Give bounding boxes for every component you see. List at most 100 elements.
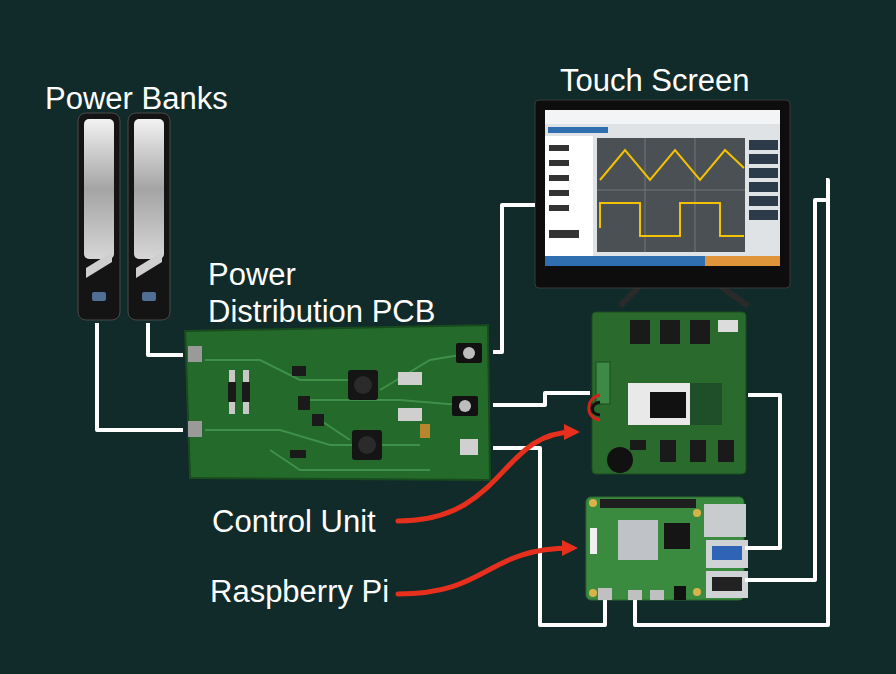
pcb-illustration-part	[292, 366, 306, 376]
pcb-illustration-part	[290, 450, 306, 458]
pcb-illustration-part	[243, 370, 249, 414]
leader-arrow	[398, 432, 574, 521]
power-bank-illustration-part	[136, 252, 162, 278]
touch-screen-illustration-part	[549, 145, 569, 151]
raspberry-pi-illustration-part	[704, 504, 746, 537]
power-bank-illustration-part	[78, 113, 120, 320]
component-node: Touch Screen	[535, 62, 826, 292]
pcb-illustration-part	[242, 382, 250, 402]
touch-screen-illustration-part	[749, 182, 778, 192]
touch-screen-illustration-part	[545, 136, 593, 258]
pcb-illustration-part	[312, 414, 324, 426]
component-label: Power Distribution PCB	[208, 256, 443, 330]
component-label: Control Unit	[212, 503, 376, 540]
power-bank-illustration-part	[142, 292, 156, 301]
raspberry-pi-illustration	[586, 497, 748, 600]
control-unit-illustration-part	[650, 392, 686, 418]
control-unit-illustration-part	[628, 383, 690, 425]
touch-screen-illustration-part	[545, 110, 780, 266]
touch-screen-illustration-part	[620, 286, 748, 306]
touch-screen-illustration-part	[545, 256, 705, 266]
pcb-illustration-part	[460, 439, 478, 455]
pcb-illustration-part	[352, 430, 382, 460]
control-unit-illustration-part	[690, 320, 710, 344]
raspberry-pi-illustration-part	[589, 589, 597, 597]
component-label: Touch Screen	[560, 62, 851, 99]
touch-screen-illustration-part	[549, 160, 569, 166]
cable-connector	[635, 180, 828, 625]
raspberry-pi-illustration-part	[650, 590, 664, 600]
pcb-illustration-part	[459, 400, 471, 412]
pcb-illustration-part	[398, 408, 422, 421]
touch-screen-illustration-part	[597, 138, 745, 252]
cable-connector	[493, 448, 605, 625]
touch-screen-illustration-part	[549, 175, 569, 181]
raspberry-pi-illustration-part	[706, 571, 748, 598]
control-unit-illustration-part	[718, 320, 738, 332]
raspberry-pi-illustration-part	[674, 586, 686, 600]
touch-screen-illustration-part	[600, 203, 744, 236]
component-label: Power Banks	[45, 80, 253, 117]
pcb-illustration-part	[228, 382, 236, 402]
touch-screen-illustration-part	[749, 140, 778, 150]
pcb-illustration-part	[205, 355, 460, 470]
pcb-illustration-part	[188, 346, 202, 362]
power-bank-illustration-part	[86, 252, 112, 278]
control-unit-illustration-part	[589, 395, 600, 420]
raspberry-pi-illustration-part	[712, 577, 742, 591]
control-unit-illustration-part	[596, 362, 610, 404]
raspberry-pi-illustration-part	[706, 540, 748, 568]
touch-screen-illustration-part	[549, 230, 579, 238]
touch-screen-illustration-part	[600, 150, 744, 180]
cable-connector	[493, 205, 535, 352]
cable-connector	[148, 323, 183, 355]
control-unit-illustration	[589, 312, 746, 474]
raspberry-pi-illustration-part	[589, 499, 597, 507]
leader-arrow	[398, 548, 572, 594]
control-unit-illustration-part	[690, 440, 706, 462]
raspberry-pi-illustration-part	[664, 523, 690, 549]
control-unit-illustration-part	[630, 440, 646, 450]
raspberry-pi-illustration-part	[590, 528, 597, 554]
touch-screen-illustration-part	[549, 190, 569, 196]
touch-screen-illustration-part	[535, 100, 790, 288]
cable-connector	[97, 323, 183, 430]
touch-screen-illustration-part	[749, 154, 778, 164]
pcb-illustration-part	[420, 424, 430, 438]
pcb-illustration-part	[348, 370, 378, 400]
touch-screen-illustration-part	[549, 205, 569, 211]
touch-screen-illustration-part	[749, 210, 778, 220]
control-unit-illustration-part	[690, 383, 722, 425]
pcb-illustration-part	[298, 396, 310, 410]
raspberry-pi-illustration-part	[693, 509, 701, 517]
power-bank-illustration-part	[84, 119, 114, 259]
component-label: Raspberry Pi	[210, 573, 389, 610]
component-node: Power Distribution PCB	[183, 256, 493, 483]
control-unit-illustration-part	[630, 320, 650, 344]
raspberry-pi-illustration-part	[618, 520, 658, 560]
pcb-illustration-part	[358, 436, 376, 454]
pcb-illustration-part	[463, 347, 475, 359]
pcb-illustration-part	[188, 421, 202, 437]
touch-screen-illustration-part	[597, 138, 745, 252]
raspberry-pi-illustration-part	[693, 588, 701, 596]
raspberry-pi-illustration-part	[712, 546, 742, 560]
power-bank-illustration-part	[128, 113, 170, 320]
touch-screen-illustration-part	[548, 127, 608, 133]
power-bank-illustration-part	[92, 292, 106, 301]
pcb-illustration-part	[452, 396, 478, 416]
pcb-illustration-part	[354, 376, 372, 394]
power-bank-illustration	[78, 113, 170, 320]
pcb-illustration-part	[398, 372, 422, 385]
control-unit-illustration-part	[593, 402, 601, 415]
pcb-illustration-part	[229, 370, 235, 414]
control-unit-illustration-part	[718, 440, 734, 462]
touch-screen-illustration-part	[545, 110, 780, 124]
raspberry-pi-illustration-part	[598, 588, 612, 600]
control-unit-illustration-part	[660, 440, 676, 462]
touch-screen-illustration-part	[749, 196, 778, 206]
cable-connector	[493, 393, 590, 405]
touch-screen-illustration-part	[749, 168, 778, 178]
touch-screen-illustration	[535, 100, 790, 306]
